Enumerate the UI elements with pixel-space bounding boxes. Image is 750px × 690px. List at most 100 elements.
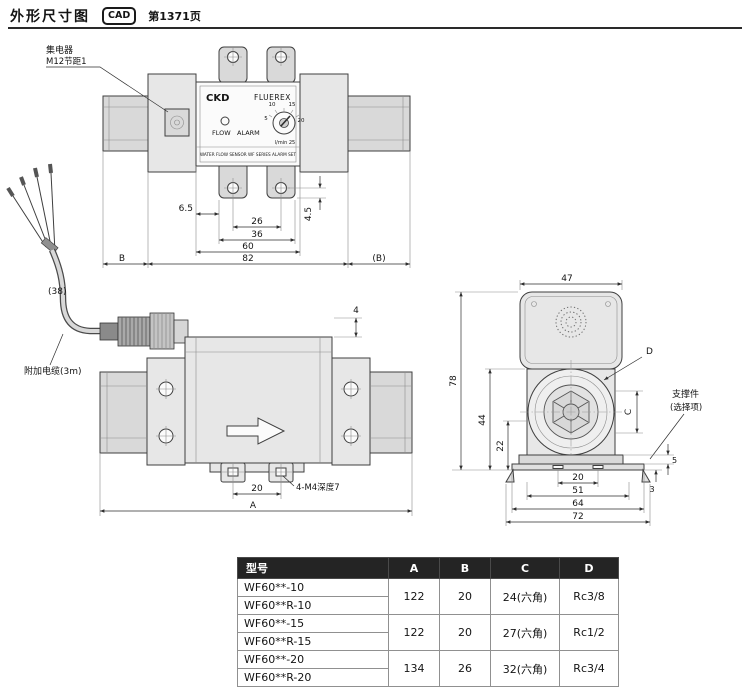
brand-label: CKD xyxy=(206,93,229,104)
dim-4: 4 xyxy=(353,306,359,337)
dim-6-5: 6.5 xyxy=(179,204,219,216)
support-label-2: (选择项) xyxy=(670,402,702,413)
value-a: 122 xyxy=(388,578,440,615)
face-panel: CKD FLUEREX FLOW ALARM 10 15 5 20 l/min … xyxy=(195,81,305,167)
dim-78-label: 78 xyxy=(449,375,459,387)
cable xyxy=(49,248,101,335)
dim-c-label: C xyxy=(624,409,634,415)
dim-60: 60 xyxy=(196,242,300,254)
dim-20-end: 20 xyxy=(558,473,598,485)
dial-tick-5: 5 xyxy=(264,116,268,122)
alarm-dial[interactable] xyxy=(268,108,300,135)
header-divider xyxy=(8,27,742,29)
model-cell: WF60**R-15 xyxy=(237,632,389,651)
dim-51-label: 51 xyxy=(572,486,583,496)
dim-4-5-label: 4.5 xyxy=(304,207,314,221)
dim-d-callout: D xyxy=(603,347,653,381)
flow-direction-arrow xyxy=(226,417,286,445)
value-d: Rc3/8 xyxy=(559,578,619,615)
top-view: CKD FLUEREX FLOW ALARM 10 15 5 20 l/min … xyxy=(46,44,411,268)
top-housing xyxy=(519,291,623,370)
dim-44-label: 44 xyxy=(478,414,488,426)
value-c: 32(六角) xyxy=(490,650,560,687)
dim-64-label: 64 xyxy=(572,499,584,509)
collector-label-1: 集电器 xyxy=(46,44,73,56)
dim-4-label: 4 xyxy=(353,306,359,316)
table-row: WF60**-15 122 20 27(六角) Rc1/2 xyxy=(237,614,619,651)
dim-26: 26 xyxy=(233,217,281,229)
table-row: WF60**R-15 xyxy=(237,632,619,651)
value-d: Rc3/4 xyxy=(559,650,619,687)
mount-thread-note: 4-M4深度7 xyxy=(282,475,340,493)
dim-3: 3 xyxy=(649,470,658,494)
flange-right xyxy=(299,73,349,173)
dim-20-end-label: 20 xyxy=(572,473,584,483)
dim-36: 36 xyxy=(219,230,295,242)
value-c: 27(六角) xyxy=(490,614,560,651)
table-header-d: D xyxy=(559,557,619,579)
flange-left-side xyxy=(146,357,186,466)
model-cell: WF60**-10 xyxy=(237,578,389,597)
value-b: 20 xyxy=(439,578,491,615)
dimension-table: 型号 A B C D WF60**-10 122 20 24(六角) Rc3/8… xyxy=(237,557,619,687)
dim-a: A xyxy=(100,501,412,513)
model-cell: WF60**R-10 xyxy=(237,596,389,615)
dial-unit-label: l/min 25 xyxy=(275,140,295,146)
table-header-model: 型号 xyxy=(237,557,389,579)
value-b: 26 xyxy=(439,650,491,687)
flow-label: FLOW xyxy=(212,129,231,137)
cable-callout: 附加电缆(3m) xyxy=(24,333,82,377)
dim-6-5-label: 6.5 xyxy=(179,204,193,214)
cable-assembly: (38) 附加电缆(3m) xyxy=(6,163,189,377)
dim-51: 51 xyxy=(527,486,629,498)
cable-label: 附加电缆(3m) xyxy=(24,365,82,377)
dim-47-label: 47 xyxy=(561,274,572,284)
dim-b-right: (B) xyxy=(348,254,410,266)
table-row: WF60**-10 122 20 24(六角) Rc3/8 xyxy=(237,578,619,615)
model-cell: WF60**-15 xyxy=(237,614,389,633)
page-title: 外形尺寸图 xyxy=(10,9,90,25)
dim-b-label: B xyxy=(119,254,125,264)
cad-badge[interactable]: CAD xyxy=(102,7,137,25)
side-view-extension-lines xyxy=(99,317,413,516)
dim-47: 47 xyxy=(520,274,622,286)
table-header-row: 型号 A B C D xyxy=(237,557,619,579)
lead-wires xyxy=(6,163,59,254)
model-cell: WF60**R-20 xyxy=(237,668,389,687)
dim-72: 72 xyxy=(506,512,650,524)
dial-tick-10: 10 xyxy=(269,102,276,108)
table-header-c: C xyxy=(490,557,560,579)
value-a: 122 xyxy=(388,614,440,651)
dim-44: 44 xyxy=(478,369,492,470)
dim-5-label: 5 xyxy=(672,456,677,465)
dim-b-left: B xyxy=(103,254,148,266)
cable-connector xyxy=(99,312,189,350)
flange-right-side xyxy=(331,357,371,466)
value-b: 20 xyxy=(439,614,491,651)
dim-d-label: D xyxy=(646,347,653,357)
dim-4-5: 4.5 xyxy=(304,176,322,221)
page-ref: 第1371页 xyxy=(148,10,201,23)
hex-union-left xyxy=(102,95,149,152)
dial-tick-20: 20 xyxy=(298,118,305,124)
table-header-b: B xyxy=(439,557,491,579)
dial-tick-15: 15 xyxy=(289,102,296,108)
cable-bend-dim-label: (38) xyxy=(48,287,66,297)
end-view-extension-lines xyxy=(452,280,674,526)
dim-82-label: 82 xyxy=(242,254,253,264)
sight-glass xyxy=(520,360,622,460)
dim-22: 22 xyxy=(496,421,510,470)
page-header: 外形尺寸图 CAD 第1371页 xyxy=(10,5,201,27)
sensor-base xyxy=(518,454,624,465)
table-header-a: A xyxy=(388,557,440,579)
dim-82: 82 xyxy=(148,254,348,266)
support-callout: 支撑件 (选择项) xyxy=(649,388,702,460)
hex-left-side xyxy=(99,371,148,454)
dim-26-label: 26 xyxy=(251,217,263,227)
model-cell: WF60**-20 xyxy=(237,650,389,669)
side-view: 4 20 A 4-M4深度7 xyxy=(99,306,413,516)
product-label: FLUEREX xyxy=(254,93,291,102)
dim-36-label: 36 xyxy=(251,230,263,240)
dim-5: 5 xyxy=(666,444,677,475)
